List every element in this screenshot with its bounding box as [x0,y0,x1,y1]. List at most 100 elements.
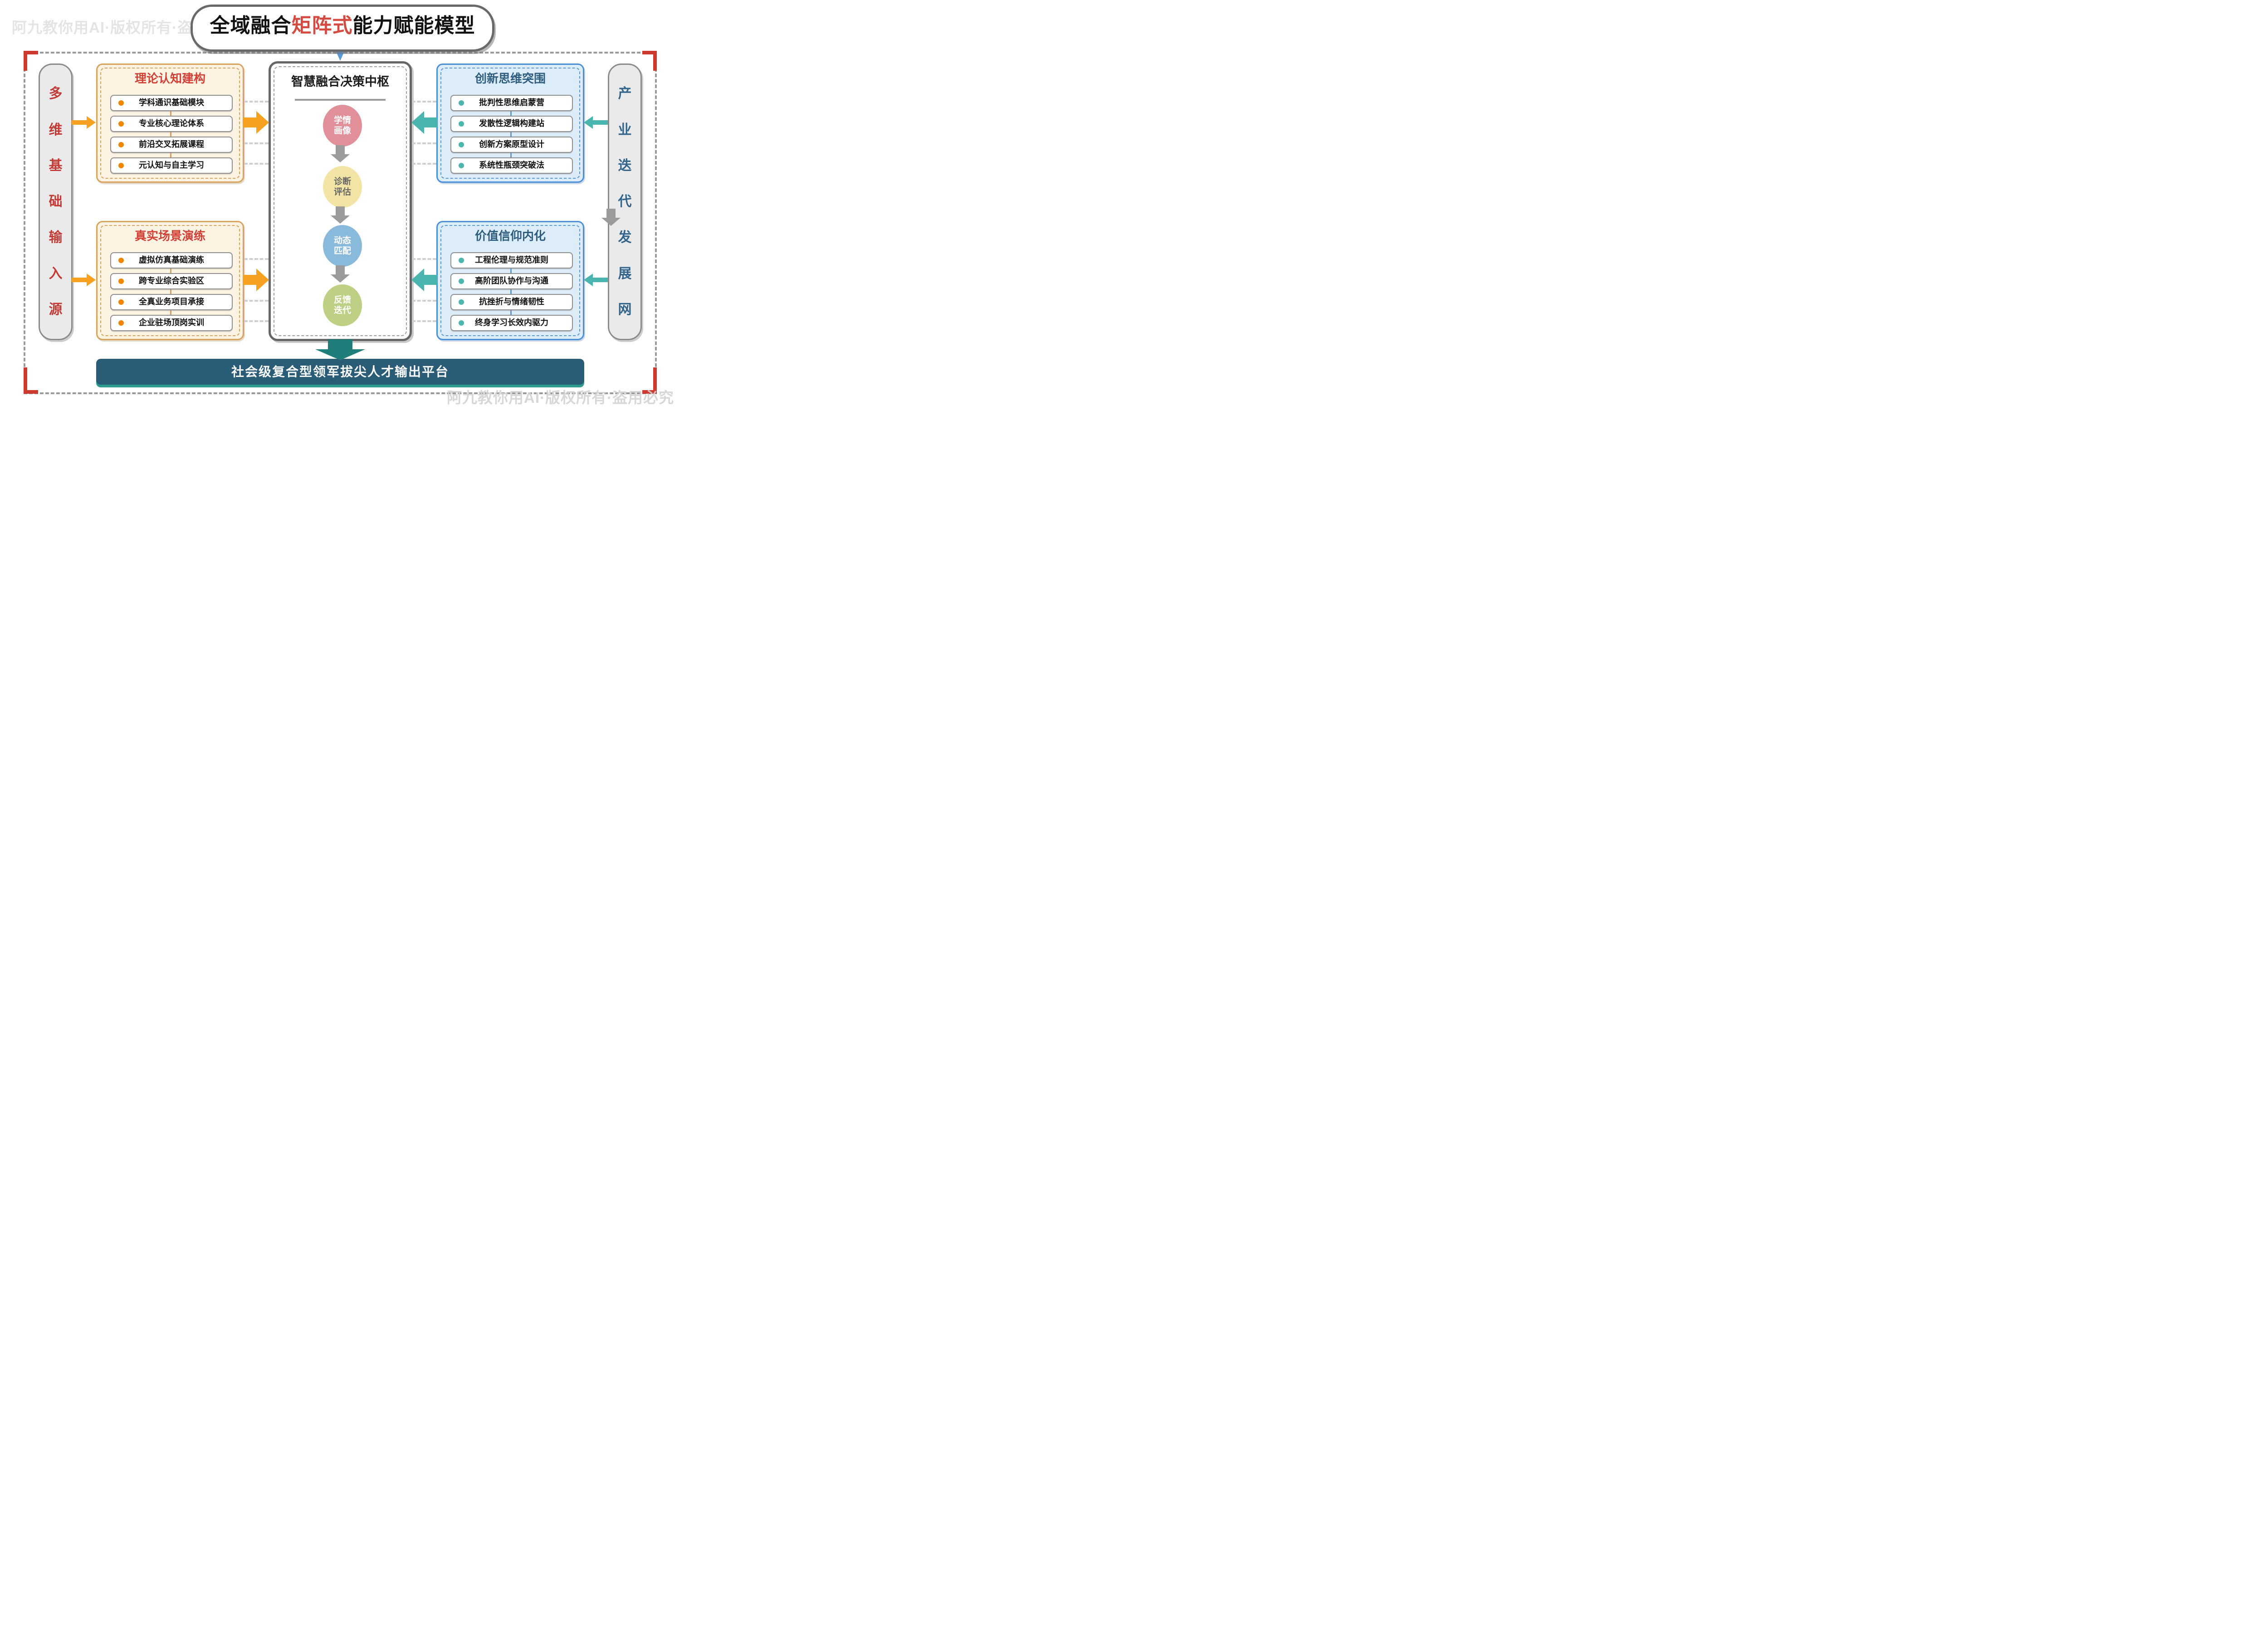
item-label: 发散性逻辑构建站 [479,119,544,128]
rail-char: 基 [49,158,63,173]
corner-bracket-top-left [24,51,27,71]
item-label: 高阶团队协作与沟通 [475,276,548,285]
list-item: 虚拟仿真基础演练 [110,252,233,269]
rail-char: 网 [618,302,632,317]
bullet-dot-icon [118,142,124,147]
bullet-dot-icon [459,279,464,284]
module-title: 价值信仰内化 [474,229,546,243]
output-platform-bar: 社会级复合型领军拔尖人才输出平台 [96,359,584,385]
bullet-dot-icon [459,142,464,147]
row-connector-dash [412,320,436,322]
rail-char: 展 [618,266,632,281]
list-item: 终身学习长效内驱力 [450,315,573,331]
list-item: 抗挫折与情绪韧性 [450,294,573,310]
row-connector-dash [412,258,436,260]
row-connector-dash [244,258,269,260]
row-connector-dash [244,320,269,322]
item-connector-line [510,103,512,166]
bullet-dot-icon [118,121,124,127]
item-label: 系统性瓶颈突破法 [479,161,544,170]
list-item: 工程伦理与规范准则 [450,252,573,269]
flow-arrow-right-icon [243,269,269,291]
hub-title-underline [295,99,386,101]
bullet-dot-icon [459,258,464,263]
module-title: 真实场景演练 [134,229,205,243]
row-connector-dash [412,142,436,144]
list-item: 跨专业综合实验区 [110,273,233,289]
item-label: 前沿交叉拓展课程 [139,140,204,149]
rail-char: 代 [618,194,632,209]
module-innovation: 创新思维突围 批判性思维启蒙营 发散性逻辑构建站 创新方案原型设计 系统性瓶颈突… [436,64,584,183]
corner-bracket-top-right [653,51,657,71]
flow-arrow-right-icon [243,111,269,134]
item-label: 抗挫折与情绪韧性 [479,297,544,306]
row-connector-dash [412,163,436,165]
bullet-dot-icon [118,320,124,326]
bullet-dot-icon [459,100,464,106]
list-item: 系统性瓶颈突破法 [450,157,573,174]
rail-char: 业 [618,122,632,137]
item-connector-line [170,103,171,166]
flow-arrow-left-icon [584,116,608,129]
item-label: 企业驻场顶岗实训 [139,318,204,327]
item-label: 创新方案原型设计 [479,140,544,149]
bullet-dot-icon [118,258,124,263]
node-label: 评估 [333,187,351,197]
corner-bracket-bottom-right [642,390,657,394]
rail-char: 产 [618,86,632,102]
row-connector-dash [244,101,269,103]
flow-arrow-down-big-icon [315,339,365,360]
row-connector-dash [244,300,269,302]
list-item: 高阶团队协作与沟通 [450,273,573,289]
bullet-dot-icon [118,100,124,106]
item-label: 工程伦理与规范准则 [475,255,548,264]
watermark-bottom-right: 阿九教你用AI·版权所有·盗用必究 [447,389,674,406]
node-label: 动态 [333,236,351,245]
corner-bracket-bottom-left [24,367,27,394]
rail-input-source: 多 维 基 础 输 入 源 [39,64,73,340]
hub-title: 智慧融合决策中枢 [291,75,389,88]
corner-bracket-bottom-right [653,367,657,394]
hub-node-matching: 动态 匹配 [323,225,362,267]
module-theory: 理论认知建构 学科通识基础模块 专业核心理论体系 前沿交叉拓展课程 元认知与自主… [96,64,244,183]
corner-bracket-top-left [24,51,38,54]
bullet-dot-icon [459,320,464,326]
item-label: 批判性思维启蒙营 [479,98,544,107]
module-title: 理论认知建构 [134,72,205,85]
title-highlight: 矩阵式 [291,15,353,37]
list-item: 专业核心理论体系 [110,116,233,132]
list-item: 学科通识基础模块 [110,95,233,111]
flow-arrow-right-icon [72,274,96,286]
output-platform-label: 社会级复合型领军拔尖人才输出平台 [231,365,449,379]
hub-node-feedback: 反馈 迭代 [323,284,362,326]
rail-char: 迭 [618,158,632,173]
node-label: 反馈 [333,295,351,305]
page-title: 全域融合矩阵式能力赋能模型 [191,5,494,52]
flow-arrow-right-icon [72,116,96,129]
flow-arrow-left-icon [584,274,608,286]
module-practice: 真实场景演练 虚拟仿真基础演练 跨专业综合实验区 全真业务项目承接 企业驻场顶岗… [96,221,244,340]
row-connector-dash [244,163,269,165]
list-item: 元认知与自主学习 [110,157,233,174]
list-item: 全真业务项目承接 [110,294,233,310]
item-connector-line [510,260,512,323]
hub-node-profile: 学情 画像 [323,105,362,147]
node-label: 迭代 [333,306,351,315]
title-suffix: 能力赋能模型 [352,15,475,37]
row-connector-dash [412,300,436,302]
list-item: 批判性思维启蒙营 [450,95,573,111]
corner-bracket-bottom-left [24,390,38,394]
rail-industry-network: 产 业 迭 代 发 展 网 [608,64,642,340]
diagram-canvas: 阿九教你用AI·版权所有·盗用必究 全域融合矩阵式能力赋能模型 多 维 基 础 … [0,0,680,408]
flow-arrow-down-icon [331,145,350,162]
rail-char: 础 [49,194,63,209]
hub-node-diagnosis: 诊断 评估 [323,166,362,208]
bullet-dot-icon [118,279,124,284]
node-label: 匹配 [333,246,351,256]
flow-arrow-left-icon [411,111,437,134]
bullet-dot-icon [118,163,124,168]
module-title: 创新思维突围 [474,72,546,85]
list-item: 创新方案原型设计 [450,137,573,153]
bullet-dot-icon [459,121,464,127]
bullet-dot-icon [459,163,464,168]
